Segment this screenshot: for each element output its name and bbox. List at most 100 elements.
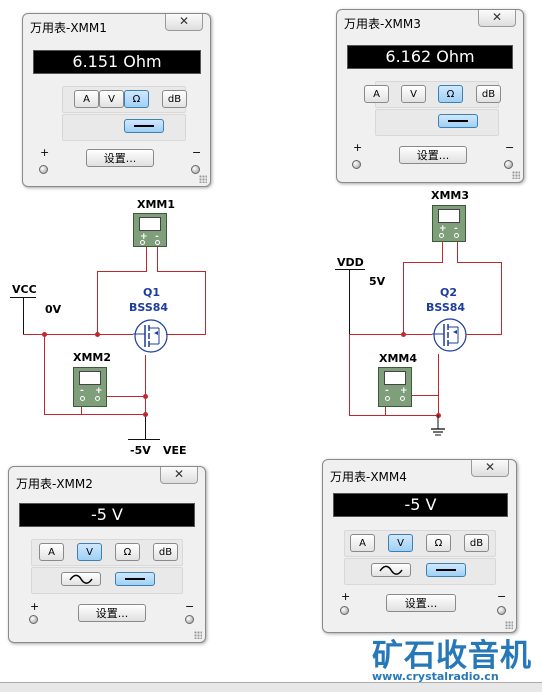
ohm-button[interactable]: Ω bbox=[438, 85, 463, 103]
settings-button[interactable]: 设置... bbox=[78, 604, 146, 622]
ohm-button[interactable]: Ω bbox=[426, 534, 451, 552]
resize-grip-icon[interactable] bbox=[505, 621, 513, 629]
ohm-button[interactable]: Ω bbox=[124, 90, 149, 108]
reading-display: 6.151 Ohm bbox=[33, 50, 201, 74]
vee-value: -5V bbox=[130, 444, 151, 457]
meter-dial-icon bbox=[438, 209, 460, 223]
vcc-value: 0V bbox=[45, 303, 62, 316]
meter-dial-icon bbox=[384, 371, 406, 385]
vee-label: VEE bbox=[163, 444, 187, 457]
vcc-label: VCC bbox=[12, 283, 37, 296]
window-title: 万用表-XMM1 bbox=[30, 21, 107, 35]
minus-terminal-icon[interactable] bbox=[185, 615, 194, 624]
settings-button[interactable]: 设置... bbox=[86, 149, 154, 167]
multimeter-window-xmm1[interactable]: 万用表-XMM1 ✕ 6.151 Ohm A V Ω dB + − 设置... bbox=[22, 13, 211, 187]
minus-terminal-icon[interactable] bbox=[191, 165, 200, 174]
signal-panel bbox=[344, 558, 496, 585]
sine-wave-icon bbox=[69, 574, 93, 584]
multimeter-window-xmm4[interactable]: 万用表-XMM4 ✕ -5 V A V Ω dB + − 设置... bbox=[322, 459, 517, 633]
xmm3-label: XMM3 bbox=[431, 189, 470, 202]
resize-grip-icon[interactable] bbox=[194, 631, 202, 639]
settings-button[interactable]: 设置... bbox=[386, 594, 456, 612]
xmm1-meter-icon[interactable]: + - bbox=[133, 213, 167, 247]
q2-label: Q2 bbox=[440, 286, 458, 299]
plus-terminal-icon[interactable] bbox=[39, 165, 48, 174]
window-title: 万用表-XMM2 bbox=[16, 477, 93, 491]
minus-terminal-icon[interactable] bbox=[497, 606, 506, 615]
plus-terminal-label: + bbox=[353, 141, 363, 154]
signal-panel bbox=[375, 109, 499, 136]
minus-terminal-icon[interactable] bbox=[504, 160, 513, 169]
minus-terminal-label: − bbox=[192, 146, 202, 159]
minus-terminal-label: − bbox=[185, 600, 195, 613]
xmm1-label: XMM1 bbox=[137, 198, 176, 211]
watermark-logo: 矿石收音机 www.crystalradio.cn bbox=[372, 630, 540, 684]
ampere-button[interactable]: A bbox=[364, 85, 389, 103]
resize-grip-icon[interactable] bbox=[199, 175, 207, 183]
vdd-value: 5V bbox=[369, 275, 386, 288]
ohm-button[interactable]: Ω bbox=[115, 543, 140, 561]
plus-terminal-icon[interactable] bbox=[352, 160, 361, 169]
signal-panel bbox=[31, 567, 183, 594]
xmm2-label: XMM2 bbox=[73, 351, 112, 364]
db-button[interactable]: dB bbox=[153, 543, 178, 561]
q1-label: Q1 bbox=[143, 286, 161, 299]
xmm3-meter-icon[interactable]: + - bbox=[432, 205, 466, 242]
watermark-url: www.crystalradio.cn bbox=[372, 670, 499, 683]
close-button[interactable]: ✕ bbox=[165, 14, 203, 31]
q2-part-label: BSS84 bbox=[426, 301, 466, 314]
dc-mode-button[interactable] bbox=[438, 114, 478, 128]
resize-grip-icon[interactable] bbox=[512, 171, 520, 179]
vdd-label: VDD bbox=[337, 256, 364, 269]
ampere-button[interactable]: A bbox=[74, 90, 99, 108]
plus-terminal-label: + bbox=[30, 600, 40, 613]
close-button[interactable]: ✕ bbox=[478, 10, 516, 27]
reading-display: -5 V bbox=[333, 493, 508, 517]
volt-button[interactable]: V bbox=[77, 543, 102, 561]
watermark-text: 矿石收音机 bbox=[372, 638, 532, 674]
plus-terminal-icon[interactable] bbox=[29, 615, 38, 624]
minus-terminal-label: − bbox=[505, 141, 515, 154]
dc-mode-button[interactable] bbox=[115, 572, 155, 586]
meter-dial-icon bbox=[79, 371, 101, 385]
meter-dial-icon bbox=[139, 217, 161, 231]
multimeter-window-xmm3[interactable]: 万用表-XMM3 ✕ 6.162 Ohm A V Ω dB + − 设置... bbox=[336, 9, 524, 183]
db-button[interactable]: dB bbox=[476, 85, 501, 103]
reading-display: 6.162 Ohm bbox=[347, 45, 513, 69]
db-button[interactable]: dB bbox=[162, 90, 187, 108]
multimeter-window-xmm2[interactable]: 万用表-XMM2 ✕ -5 V A V Ω dB + − 设置... bbox=[8, 466, 206, 643]
window-title: 万用表-XMM3 bbox=[344, 17, 421, 31]
volt-button[interactable]: V bbox=[388, 534, 413, 552]
bottom-status-bar bbox=[0, 682, 542, 692]
dc-line-icon bbox=[134, 125, 154, 127]
xmm4-label: XMM4 bbox=[379, 352, 418, 365]
dc-mode-button[interactable] bbox=[426, 563, 466, 577]
plus-terminal-label: + bbox=[341, 590, 351, 603]
ac-mode-button[interactable] bbox=[371, 563, 411, 577]
ampere-button[interactable]: A bbox=[350, 534, 375, 552]
reading-display: -5 V bbox=[19, 503, 195, 527]
dc-line-icon bbox=[125, 578, 145, 580]
q1-transistor-icon[interactable] bbox=[133, 317, 169, 355]
dc-line-icon bbox=[436, 569, 456, 571]
dc-line-icon bbox=[448, 120, 468, 122]
sine-wave-icon bbox=[379, 565, 403, 575]
q1-part-label: BSS84 bbox=[129, 301, 169, 314]
plus-terminal-icon[interactable] bbox=[340, 606, 349, 615]
window-title: 万用表-XMM4 bbox=[330, 470, 407, 484]
settings-button[interactable]: 设置... bbox=[399, 146, 467, 164]
plus-terminal-label: + bbox=[40, 146, 50, 159]
minus-terminal-label: − bbox=[497, 590, 507, 603]
xmm2-meter-icon[interactable]: - + bbox=[73, 367, 107, 407]
ground-icon bbox=[431, 415, 445, 436]
dc-mode-button[interactable] bbox=[124, 119, 164, 133]
ac-mode-button[interactable] bbox=[61, 572, 101, 586]
db-button[interactable]: dB bbox=[464, 534, 489, 552]
xmm4-meter-icon[interactable]: - + bbox=[378, 367, 412, 407]
close-button[interactable]: ✕ bbox=[160, 467, 198, 484]
q2-transistor-icon[interactable] bbox=[432, 316, 468, 354]
close-button[interactable]: ✕ bbox=[471, 460, 509, 477]
volt-button[interactable]: V bbox=[99, 90, 124, 108]
volt-button[interactable]: V bbox=[401, 85, 426, 103]
ampere-button[interactable]: A bbox=[39, 543, 64, 561]
